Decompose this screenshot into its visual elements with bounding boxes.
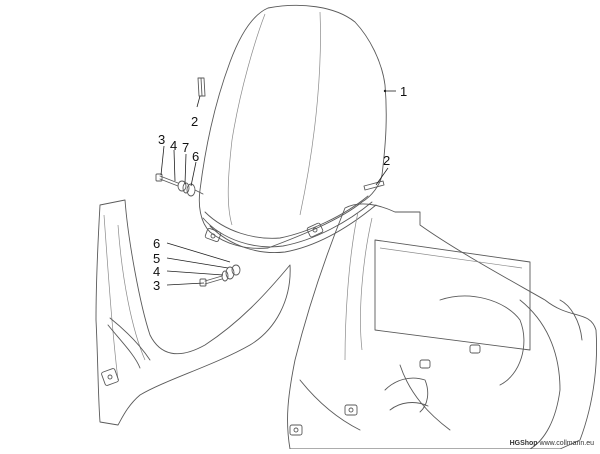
pin-right-part xyxy=(363,180,385,191)
watermark-site: www.collmann.eu xyxy=(539,440,594,447)
callout-3-upper: 3 xyxy=(158,132,165,147)
callout-3-lower: 3 xyxy=(153,278,160,293)
callout-5: 5 xyxy=(153,251,160,266)
watermark-shop: HGShop xyxy=(509,440,538,447)
windscreen-part xyxy=(198,4,387,253)
callout-2-upper-pin: 2 xyxy=(191,114,198,129)
callout-7: 7 xyxy=(182,140,189,155)
callout-4-upper: 4 xyxy=(170,138,177,153)
screw-assembly-upper xyxy=(155,173,204,197)
callout-4-lower: 4 xyxy=(153,264,160,279)
front-body-frame xyxy=(287,203,598,450)
front-v-panel xyxy=(95,199,291,426)
watermark: HGShop www.collmann.eu xyxy=(510,440,594,447)
screw-assembly-lower xyxy=(199,264,241,287)
callout-labels: 1 2 2 3 4 7 6 6 5 4 3 xyxy=(153,84,407,293)
callout-6-lower: 6 xyxy=(153,236,160,251)
callout-2-right-pin: 2 xyxy=(383,153,390,168)
callout-6-upper: 6 xyxy=(192,149,199,164)
leader-lines xyxy=(160,89,396,286)
pin-upper-part xyxy=(197,77,206,97)
callout-1: 1 xyxy=(400,84,407,99)
